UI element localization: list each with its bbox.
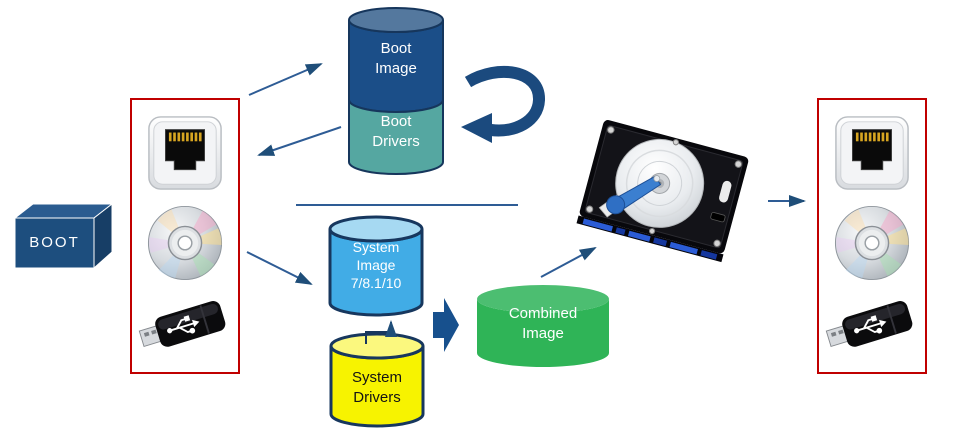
boot-box-label: BOOT (29, 234, 80, 251)
combined-image-cylinder (477, 285, 609, 367)
system-image-cylinder (328, 215, 424, 317)
block-arrow-icon (433, 298, 459, 352)
arrow-boot-drivers-to-panel (257, 126, 342, 156)
system-drivers-cylinder (329, 332, 425, 428)
boot-box (13, 202, 114, 270)
arrow-panel-to-boot-image (248, 63, 323, 96)
arrow-panel-to-system-image (246, 251, 313, 285)
boot-media-panel-left (130, 98, 240, 374)
boot-media-panel-right (817, 98, 927, 374)
loop-arrow-icon (461, 65, 545, 143)
arrow-combined-to-hdd (540, 247, 597, 278)
boot-image-cylinder (348, 7, 444, 175)
arrow-drivers-to-system-image (365, 320, 397, 344)
